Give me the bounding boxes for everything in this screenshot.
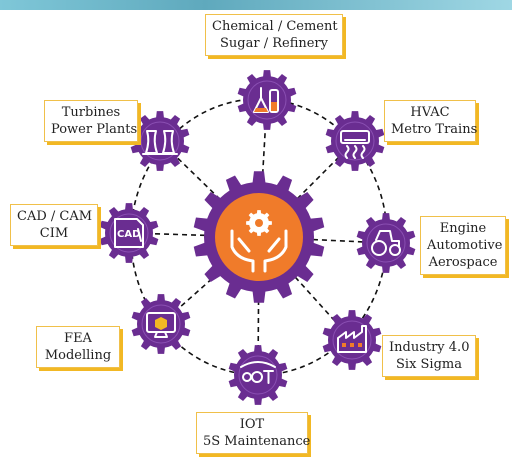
label-iot-line-2: 5S Maintenance xyxy=(203,434,311,449)
label-chemical: Chemical / Cement Sugar / Refinery xyxy=(205,14,343,56)
gear-engine xyxy=(356,213,416,273)
label-fea-line-2: Modelling xyxy=(44,348,112,363)
label-iot: IOT 5S Maintenance xyxy=(196,412,311,454)
label-engine-line-2: Automotive xyxy=(427,238,503,253)
label-industry-line-2: Six Sigma xyxy=(396,357,462,372)
label-turbines: Turbines Power Plants xyxy=(44,100,138,142)
hands-holding-gear-icon xyxy=(230,210,288,273)
cad-file-icon: CAD xyxy=(114,218,144,248)
gear-iot xyxy=(228,345,288,405)
gear-chemical xyxy=(237,70,297,130)
label-cad-line-1: CAD / CAM xyxy=(17,209,93,224)
gear-cad-hub xyxy=(109,213,149,253)
power-plant-icon xyxy=(142,130,178,155)
gear-fea xyxy=(131,294,191,354)
label-turbines-line-1: Turbines xyxy=(61,105,121,120)
label-turbines-line-2: Power Plants xyxy=(51,122,138,137)
iot-icon xyxy=(240,361,276,384)
gear-industry xyxy=(322,310,382,370)
label-industry: Industry 4.0 Six Sigma xyxy=(382,335,476,377)
lab-flask-icon xyxy=(253,87,279,113)
air-conditioner-icon xyxy=(340,130,370,159)
tractor-icon xyxy=(371,230,401,256)
label-chemical-line-1: Chemical / Cement xyxy=(212,19,338,34)
label-hvac-line-1: HVAC xyxy=(410,105,450,120)
gear-cad: CAD xyxy=(99,203,159,263)
label-engine: Engine Automotive Aerospace xyxy=(420,216,506,275)
gear-engine-hub xyxy=(366,223,406,263)
center-gear-disc xyxy=(215,193,303,281)
label-fea-line-1: FEA xyxy=(64,331,92,346)
gear-iot-hub xyxy=(238,355,278,395)
label-engine-line-1: Engine xyxy=(439,221,487,236)
gear-hvac xyxy=(325,111,385,171)
cad-icon-text: CAD xyxy=(117,229,140,240)
monitor-3d-icon xyxy=(146,312,176,338)
top-banner-strip xyxy=(0,0,512,10)
label-cad: CAD / CAM CIM xyxy=(10,204,98,246)
label-engine-line-3: Aerospace xyxy=(428,255,498,270)
gear-chemical-hub xyxy=(247,80,287,120)
label-cad-line-2: CIM xyxy=(39,226,69,241)
label-industry-line-1: Industry 4.0 xyxy=(389,340,470,355)
gear-nodes: CAD xyxy=(99,70,416,405)
label-iot-line-1: IOT xyxy=(239,417,265,432)
label-fea: FEA Modelling xyxy=(36,326,120,368)
label-hvac: HVAC Metro Trains xyxy=(384,100,478,142)
label-hvac-line-2: Metro Trains xyxy=(391,122,478,137)
gear-turbines xyxy=(130,111,190,171)
center-gear xyxy=(193,171,325,303)
factory-icon xyxy=(337,325,367,353)
label-chemical-line-2: Sugar / Refinery xyxy=(220,36,328,51)
